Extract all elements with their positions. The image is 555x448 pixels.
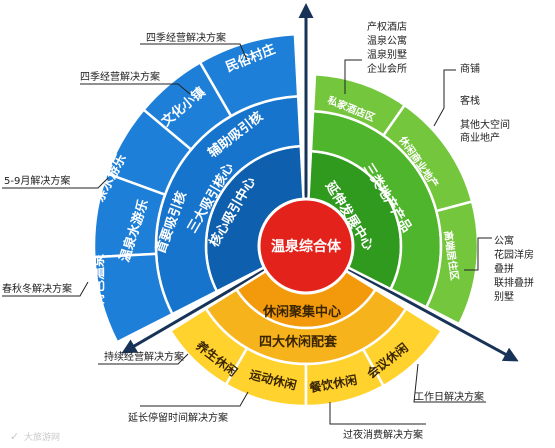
callout-right-g3-4: 联排叠拼: [494, 276, 534, 289]
callouts-right: 产权酒店 温泉公寓 温泉别墅 企业会所 商铺 客栈 其他大空间 商业地产 公寓 …: [344, 20, 534, 303]
center-label: 温泉综合体: [271, 238, 342, 255]
callouts-bottom: 持续经营解决方案 延长停留时间解决方案 过夜消费解决方案 工作日解决方案: [98, 350, 486, 441]
callout-right-g2-2: 客栈: [460, 94, 480, 107]
watermark-icon: ✓: [10, 431, 19, 443]
blue-outer-label-1: 特色温泉: [91, 253, 107, 306]
orange-inner-label: 休闲聚集中心: [262, 304, 341, 320]
callout-right-g3-2: 花园洋房: [494, 248, 534, 261]
center-circle: [257, 197, 355, 295]
callout-right-g3-3: 叠拼: [494, 262, 514, 275]
orange-outer-segment-4: [361, 306, 444, 388]
sector-group: [92, 32, 480, 408]
callout-right-g2-4: 商业地产: [460, 131, 500, 144]
callout-left-2: 四季经营解决方案: [80, 70, 160, 83]
callout-left-3: 5-9月解决方案: [4, 174, 70, 187]
watermark: 大旅游网: [24, 431, 60, 443]
callout-right-g2-1: 商铺: [460, 62, 480, 75]
blue-outer-segment-5: [92, 252, 175, 344]
callout-right-g2-3: 其他大空间: [460, 118, 510, 131]
callout-left-1: 四季经营解决方案: [146, 31, 226, 44]
callout-right-g3-5: 别墅: [494, 291, 514, 303]
callout-right-g1-2: 温泉公寓: [367, 34, 407, 47]
callout-right-g1-4: 企业会所: [367, 62, 407, 75]
orange-mid-label: 四大休闲配套: [259, 334, 338, 350]
callout-right-g3-1: 公寓: [494, 234, 514, 247]
green-outer-segment-3: [424, 199, 480, 326]
callout-bottom-1: 持续经营解决方案: [104, 350, 184, 363]
callout-left-4: 春秋冬解决方案: [2, 282, 72, 295]
green-outer-segment-2: [381, 103, 474, 213]
callouts-left: 四季经营解决方案 四季经营解决方案 5-9月解决方案 春秋冬解决方案: [2, 31, 248, 297]
callout-bottom-4: 工作日解决方案: [414, 390, 484, 403]
green-outer-segment-1: [311, 72, 407, 138]
callout-bottom-2: 延长停留时间解决方案: [128, 411, 228, 424]
callout-right-g1-1: 产权酒店: [367, 20, 407, 33]
callout-right-g1-3: 温泉别墅: [367, 48, 407, 61]
callout-bottom-3: 过夜消费解决方案: [343, 428, 423, 441]
